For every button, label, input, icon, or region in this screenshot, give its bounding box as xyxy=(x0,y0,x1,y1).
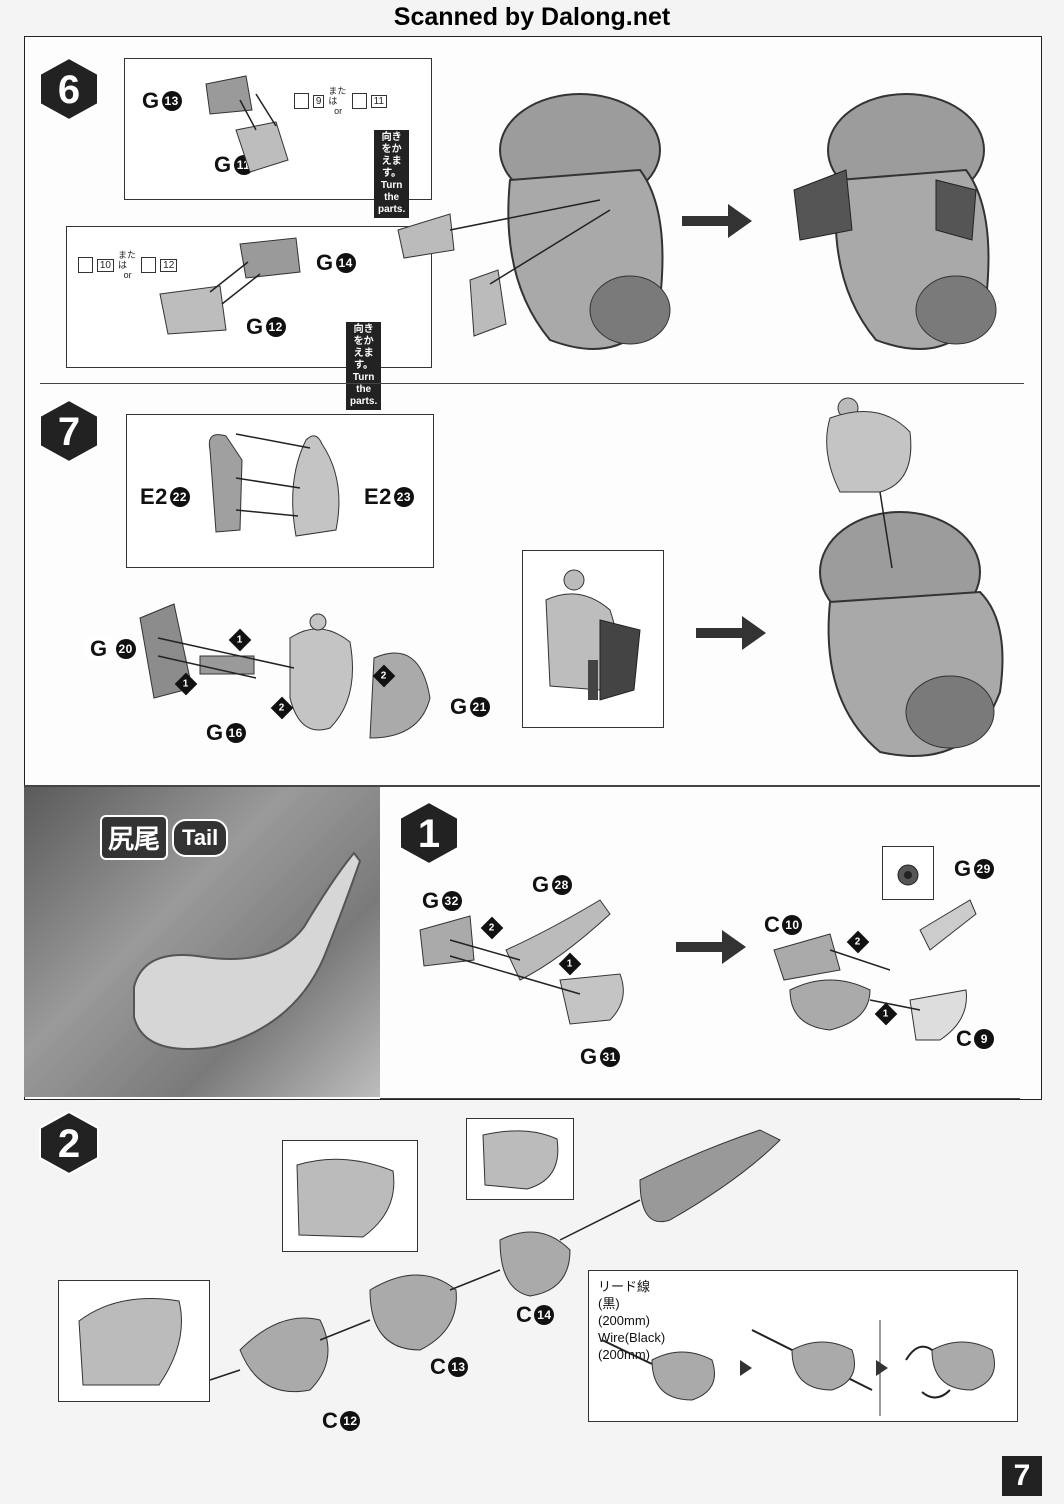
tail-joint-parts-illustration xyxy=(419,899,624,1025)
divider xyxy=(380,1098,1020,1099)
body-assembly-illustration xyxy=(397,93,671,350)
next-arrow-icon xyxy=(682,204,752,238)
option-number: 12 xyxy=(160,258,178,272)
option-number: 9 xyxy=(312,94,325,108)
tail-preview-illustration xyxy=(133,851,362,1050)
turn-parts-note-top: 向きをかえます。Turn the parts. xyxy=(374,130,410,218)
step-6-badge: 6 xyxy=(39,56,99,122)
page-number: 7 xyxy=(1002,1456,1042,1496)
head-detail-illustration xyxy=(545,569,641,701)
tail-title-en: Tail xyxy=(172,818,229,857)
svg-text:2: 2 xyxy=(58,1122,80,1166)
svg-text:6: 6 xyxy=(58,68,80,112)
peg-hole-icon xyxy=(897,864,919,886)
cutter-icon xyxy=(351,93,367,109)
tail-step-2-badge: 2 xyxy=(39,1110,99,1176)
cutter-icon xyxy=(141,257,157,273)
turn-parts-note-bottom: 向きをかえます。Turn the parts. xyxy=(346,322,382,410)
cutter-icon xyxy=(294,93,309,109)
c14-detail-illustration xyxy=(482,1130,559,1190)
next-arrow-icon xyxy=(676,930,746,964)
divider xyxy=(40,383,1024,384)
cutter-icon xyxy=(78,257,93,273)
c12-detail-callout xyxy=(58,1280,210,1402)
c13-detail-callout xyxy=(282,1140,418,1252)
svg-text:1: 1 xyxy=(418,812,440,856)
armor-part-illustration xyxy=(205,75,289,173)
step-7-badge: 7 xyxy=(39,398,99,464)
option-number: 10 xyxy=(96,258,114,272)
next-arrow-icon xyxy=(696,616,766,650)
c12-detail-illustration xyxy=(78,1298,182,1386)
armor-part-illustration xyxy=(159,237,301,335)
option-number: 11 xyxy=(370,94,387,108)
c13-detail-illustration xyxy=(296,1158,395,1238)
body-result-illustration xyxy=(793,93,997,350)
tail-joint-result-illustration xyxy=(773,899,977,1041)
tail-step-1-badge: 1 xyxy=(399,800,459,866)
head-assembly-illustration xyxy=(139,603,431,739)
peg-detail-callout xyxy=(882,846,934,900)
body-with-head-illustration xyxy=(819,397,1004,757)
head-halves-illustration xyxy=(208,433,340,537)
divider xyxy=(24,785,1040,787)
scanner-credit: Scanned by Dalong.net xyxy=(393,3,671,31)
c14-detail-callout xyxy=(466,1118,574,1200)
svg-text:7: 7 xyxy=(58,410,80,454)
wire-label: リード線(黒)(200mm) Wire(Black) (200mm) xyxy=(598,1279,666,1362)
tail-title-jp: 尻尾 xyxy=(100,815,169,860)
tail-segments-illustration xyxy=(209,1129,781,1393)
wire-insertion-illustration xyxy=(601,1320,995,1416)
tail-section-title: 尻尾 Tail xyxy=(100,815,229,860)
